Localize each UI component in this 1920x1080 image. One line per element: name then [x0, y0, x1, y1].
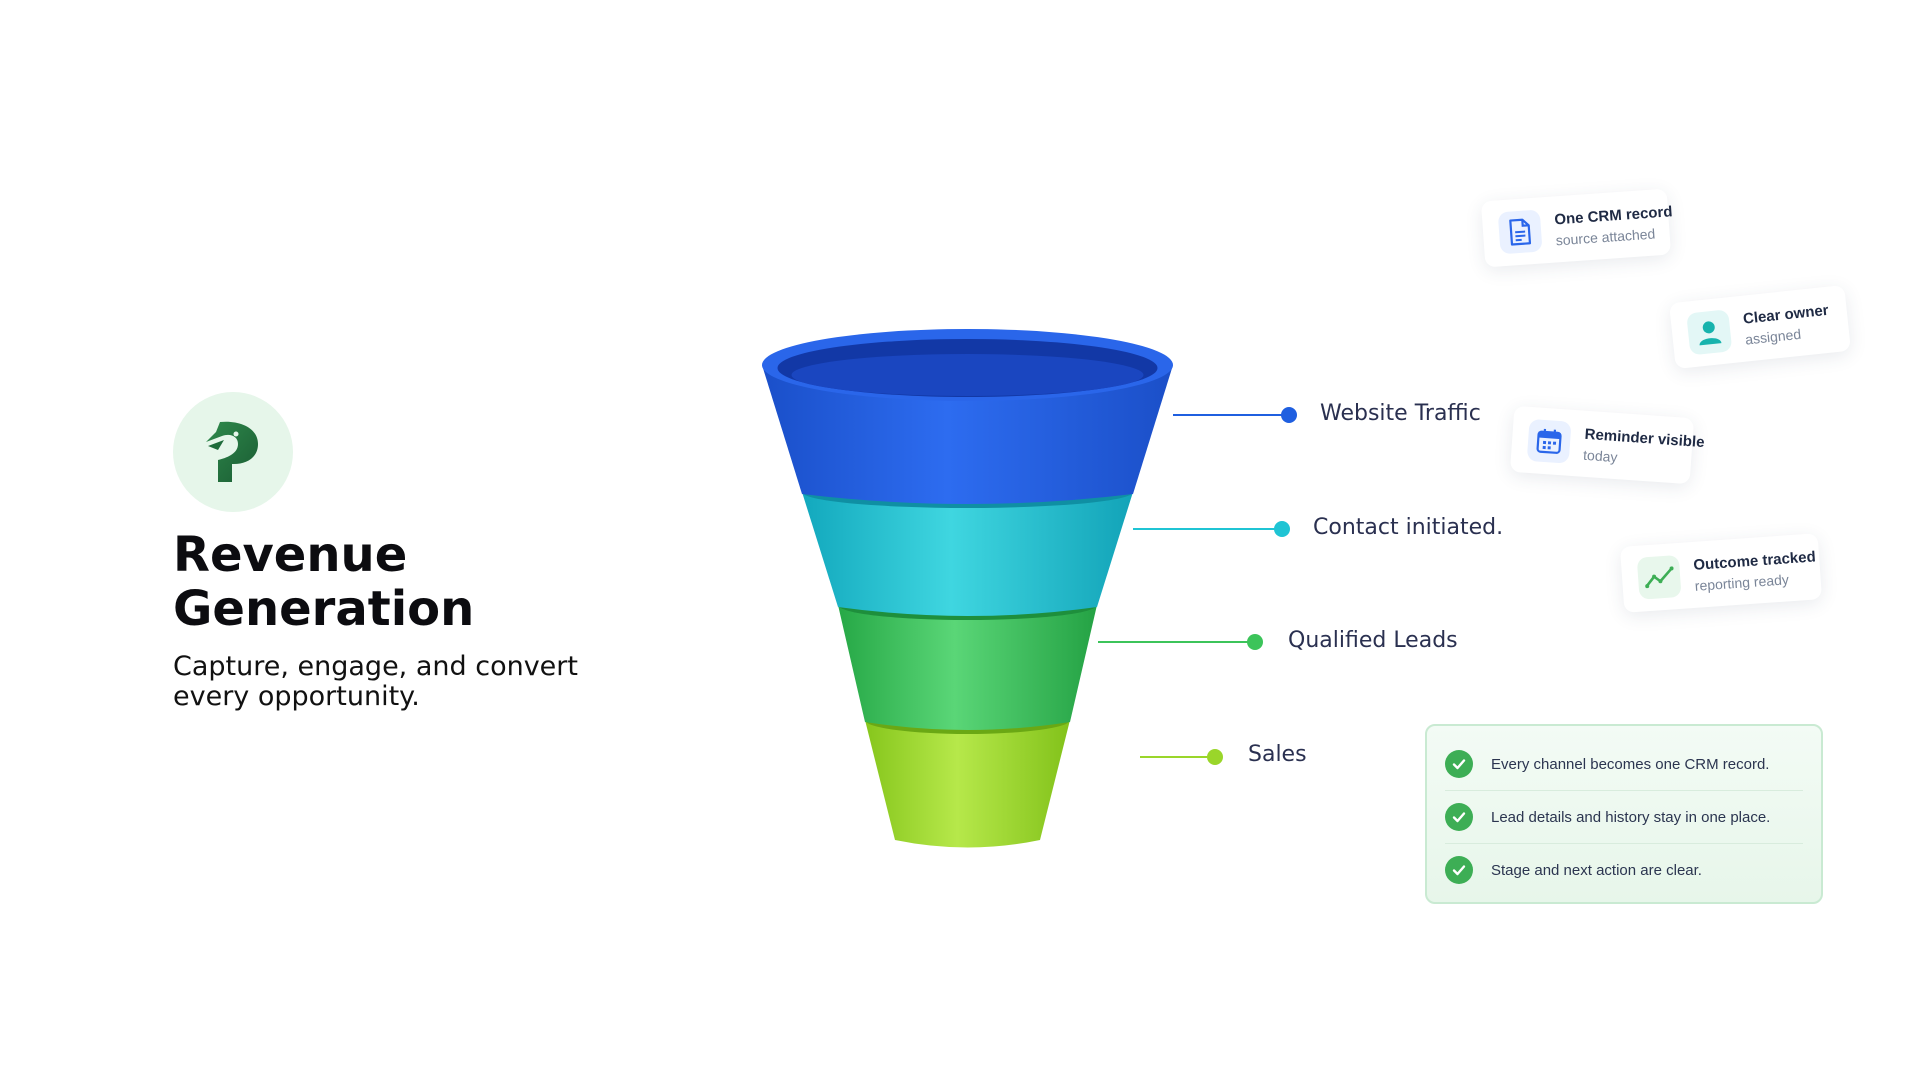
document-icon — [1509, 218, 1532, 246]
checklist-item: Lead details and history stay in one pla… — [1445, 791, 1803, 844]
card-subtitle: reporting ready — [1694, 570, 1790, 594]
stage-label-website-traffic: Website Traffic — [1320, 401, 1481, 426]
card-subtitle: assigned — [1744, 325, 1802, 348]
page-subtitle: Capture, engage, and convert every oppor… — [173, 651, 578, 712]
trend-up-icon — [1645, 566, 1674, 589]
funnel-graphic — [762, 329, 1173, 848]
card-outcome-tracked: Outcome tracked reporting ready — [1619, 533, 1823, 613]
card-subtitle: source attached — [1555, 225, 1656, 248]
card-clear-owner: Clear owner assigned — [1669, 284, 1851, 370]
checklist-item-text: Lead details and history stay in one pla… — [1491, 808, 1771, 826]
check-circle-icon — [1445, 803, 1473, 831]
check-circle-icon — [1445, 750, 1473, 778]
checklist-item: Stage and next action are clear. — [1445, 844, 1803, 896]
bird-p-logo-icon — [206, 421, 258, 482]
connector-dot-sales — [1207, 749, 1223, 765]
checklist-item-text: Stage and next action are clear. — [1491, 861, 1702, 879]
check-circle-icon — [1445, 856, 1473, 884]
card-reminder-visible: Reminder visible today — [1509, 405, 1705, 485]
card-subtitle: today — [1582, 446, 1619, 465]
card-one-crm-record: One CRM record source attached — [1480, 188, 1673, 268]
funnel-stage-website-traffic — [762, 329, 1173, 504]
connector-line-contact-initiated — [1133, 528, 1282, 530]
connector-line-sales — [1140, 756, 1215, 758]
connector-dot-qualified-leads — [1247, 634, 1263, 650]
benefits-checklist: Every channel becomes one CRM record. Le… — [1425, 724, 1823, 904]
checklist-item-text: Every channel becomes one CRM record. — [1491, 755, 1770, 773]
stage-label-sales: Sales — [1248, 742, 1307, 767]
connector-dot-website-traffic — [1281, 407, 1297, 423]
stage-label-qualified-leads: Qualified Leads — [1288, 628, 1458, 653]
checklist-item: Every channel becomes one CRM record. — [1445, 738, 1803, 791]
stage-label-contact-initiated: Contact initiated. — [1313, 515, 1504, 540]
connector-line-website-traffic — [1173, 414, 1289, 416]
calendar-icon — [1536, 428, 1562, 454]
connector-line-qualified-leads — [1098, 641, 1255, 643]
brand-logo — [173, 392, 293, 512]
page-title: Revenue Generation — [173, 527, 475, 637]
connector-dot-contact-initiated — [1274, 521, 1290, 537]
user-icon — [1699, 321, 1722, 346]
